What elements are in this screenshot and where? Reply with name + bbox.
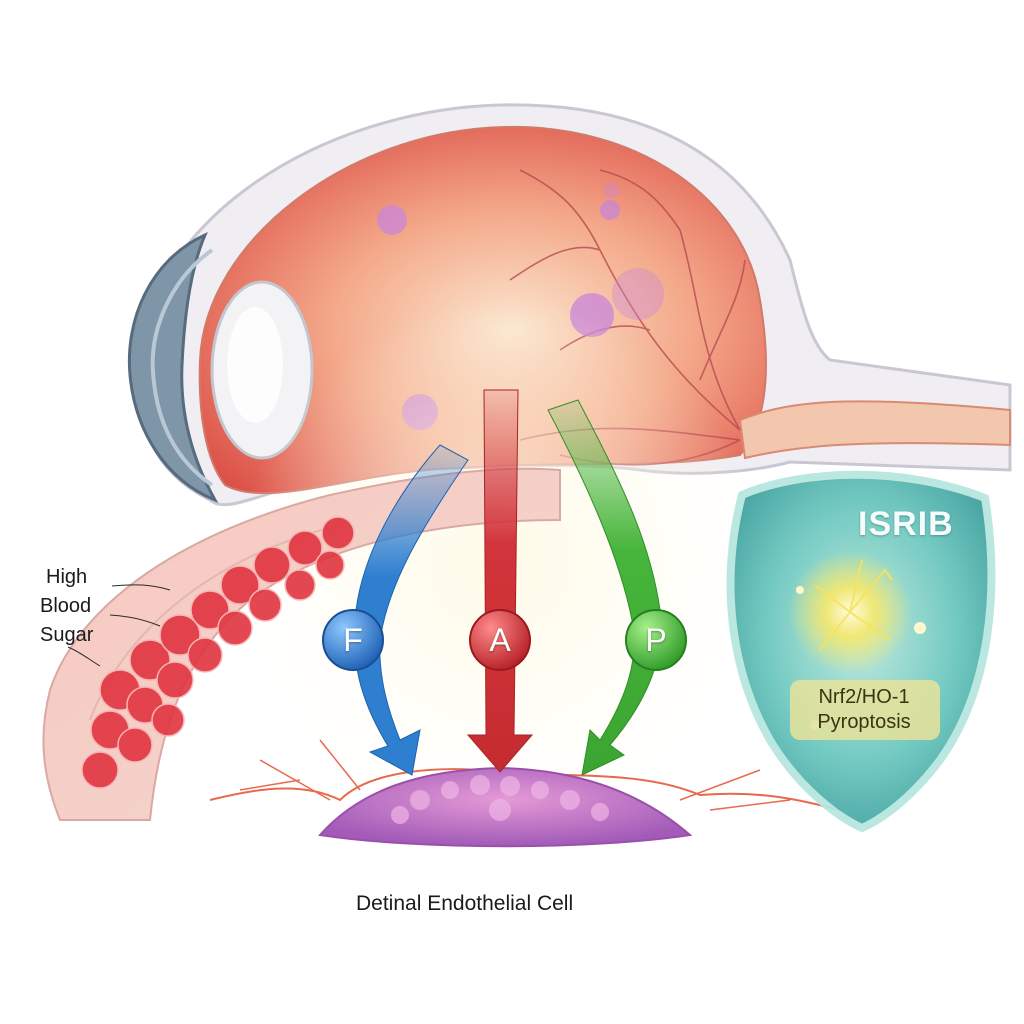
shield-line-nrf2: Nrf2/HO-1 [818,686,910,708]
label-leaders [67,584,171,667]
red-blood-cells [81,516,355,789]
cornea [127,232,219,503]
shield-label-panel [790,680,940,740]
pathway-a-ball [469,609,531,671]
shield-line-pyroptosis: Pyroptosis [817,711,911,733]
pathway-f-ball [322,609,384,671]
pathway-a-letter: A [489,622,511,658]
endothelial-cell [209,739,841,848]
arrow-p [547,399,662,776]
arrow-f [353,444,469,776]
label-sugar: Sugar [40,624,94,646]
pathway-p-letter: P [645,622,667,658]
label-high: High [46,566,88,588]
isrib-shield [726,470,996,833]
label-endothelial-cell: Detinal Endothelial Cell [356,892,574,915]
label-blood: Blood [40,595,92,617]
pathway-p-ball [625,609,687,671]
arrow-a [466,389,534,773]
shield-title: ISRIB [858,505,954,543]
pathway-f-letter: F [343,622,363,658]
